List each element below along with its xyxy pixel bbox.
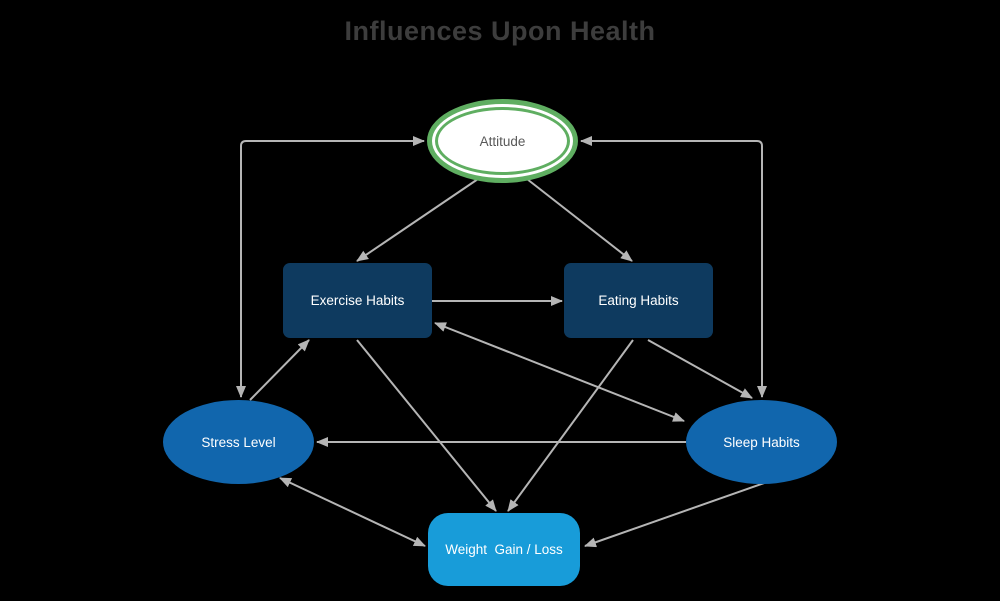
edge-eating-to-sleep	[647, 339, 753, 399]
edge-attitude-to-eating	[526, 178, 633, 262]
edge-stress-to-exercise	[249, 339, 310, 401]
node-weight-gain-loss: Weight Gain / Loss	[428, 513, 580, 586]
edge-sleep-to-attitude	[580, 136, 767, 398]
node-weight-gain-loss-label: Weight Gain / Loss	[445, 542, 563, 557]
node-stress-level-label: Stress Level	[201, 434, 276, 450]
edge-stress-to-weight	[279, 477, 426, 547]
edge-exercise-to-sleep	[434, 322, 685, 422]
edge-eating-to-weight	[507, 339, 634, 512]
node-exercise-habits-label: Exercise Habits	[310, 293, 405, 308]
node-attitude-label: Attitude	[479, 133, 526, 149]
node-sleep-habits-label: Sleep Habits	[723, 434, 800, 450]
node-eating-habits-label: Eating Habits	[598, 293, 679, 308]
edge-exercise-to-weight	[356, 339, 497, 512]
node-exercise-habits: Exercise Habits	[283, 263, 432, 338]
node-stress-level: Stress Level	[163, 400, 314, 484]
node-attitude: Attitude	[427, 99, 578, 183]
node-sleep-habits: Sleep Habits	[686, 400, 837, 484]
edge-sleep-to-weight	[584, 481, 768, 548]
diagram-title: Influences Upon Health	[344, 16, 656, 46]
attitude-inner-ring: Attitude	[435, 107, 570, 175]
edge-attitude-to-exercise	[356, 178, 479, 262]
node-eating-habits: Eating Habits	[564, 263, 713, 338]
edge-stress-to-attitude	[236, 136, 425, 398]
